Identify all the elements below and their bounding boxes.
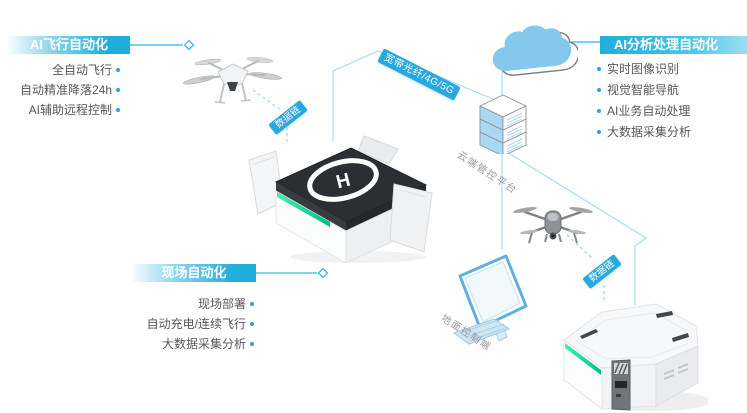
feature-item: 大数据采集分析 (597, 122, 691, 143)
feature-text: 大数据采集分析 (161, 337, 246, 351)
analysis-feature-list: 实时图像识别 视觉智能导航 AI业务自动处理 大数据采集分析 (597, 59, 691, 143)
drone-right-icon (513, 206, 593, 244)
bullet-dot (250, 322, 254, 326)
field-feature-list: 现场部署 自动充电/连续飞行 大数据采集分析 (128, 294, 254, 354)
label-field-automation: 现场自动化 (132, 264, 256, 282)
bullet-dot (597, 88, 601, 92)
bullet-dot (116, 108, 120, 112)
diamond-marker-flight (183, 39, 195, 51)
drone-dock-open-icon: H (248, 135, 433, 263)
monitor-icon (452, 254, 528, 345)
feature-item: 全自动飞行 (0, 60, 120, 80)
label-ai-analysis-automation: AI分析处理自动化 (600, 36, 747, 54)
cloud-icon (492, 25, 578, 76)
server-stack-icon (479, 94, 527, 154)
feature-item: 实时图像识别 (597, 59, 691, 80)
bullet-dot (250, 302, 254, 306)
feature-text: 现场部署 (197, 297, 246, 311)
feature-item: 现场部署 (128, 294, 254, 314)
helipad-letter: H (334, 170, 352, 194)
bullet-dot (116, 68, 120, 72)
bullet-dot (597, 109, 601, 113)
feature-text: AI业务自动处理 (607, 104, 691, 118)
bullet-dot (597, 130, 601, 134)
feature-text: AI辅助远程控制 (28, 103, 112, 117)
bullet-dot (116, 88, 120, 92)
tag-title: AI飞行自动化 (29, 37, 108, 52)
diamond-marker-field (317, 267, 329, 279)
feature-text: 自动精准降落24h (19, 83, 112, 97)
feature-item: 视觉智能导航 (597, 80, 691, 101)
feature-text: 全自动飞行 (51, 63, 112, 77)
feature-item: AI辅助远程控制 (0, 100, 120, 120)
tag-title: 现场自动化 (161, 265, 227, 280)
feature-text: 自动充电/连续飞行 (146, 317, 246, 331)
feature-text: 实时图像识别 (607, 62, 680, 76)
drone-dock-closed-icon (563, 303, 708, 411)
line-server-to-right-dock (501, 148, 648, 305)
feature-item: 自动精准降落24h (0, 80, 120, 100)
drone-left-icon (183, 57, 283, 104)
label-ai-flight-automation: AI飞行自动化 (8, 36, 130, 54)
feature-item: 自动充电/连续飞行 (128, 314, 254, 334)
bullet-dot (250, 342, 254, 346)
flight-feature-list: 全自动飞行 自动精准降落24h AI辅助远程控制 (0, 60, 120, 120)
tag-title: AI分析处理自动化 (614, 37, 719, 52)
feature-item: 大数据采集分析 (128, 334, 254, 354)
feature-text: 视觉智能导航 (607, 83, 680, 97)
bullet-dot (597, 67, 601, 71)
feature-item: AI业务自动处理 (597, 101, 691, 122)
feature-text: 大数据采集分析 (607, 125, 692, 139)
led-strip (565, 343, 601, 375)
led-strip (277, 192, 330, 227)
